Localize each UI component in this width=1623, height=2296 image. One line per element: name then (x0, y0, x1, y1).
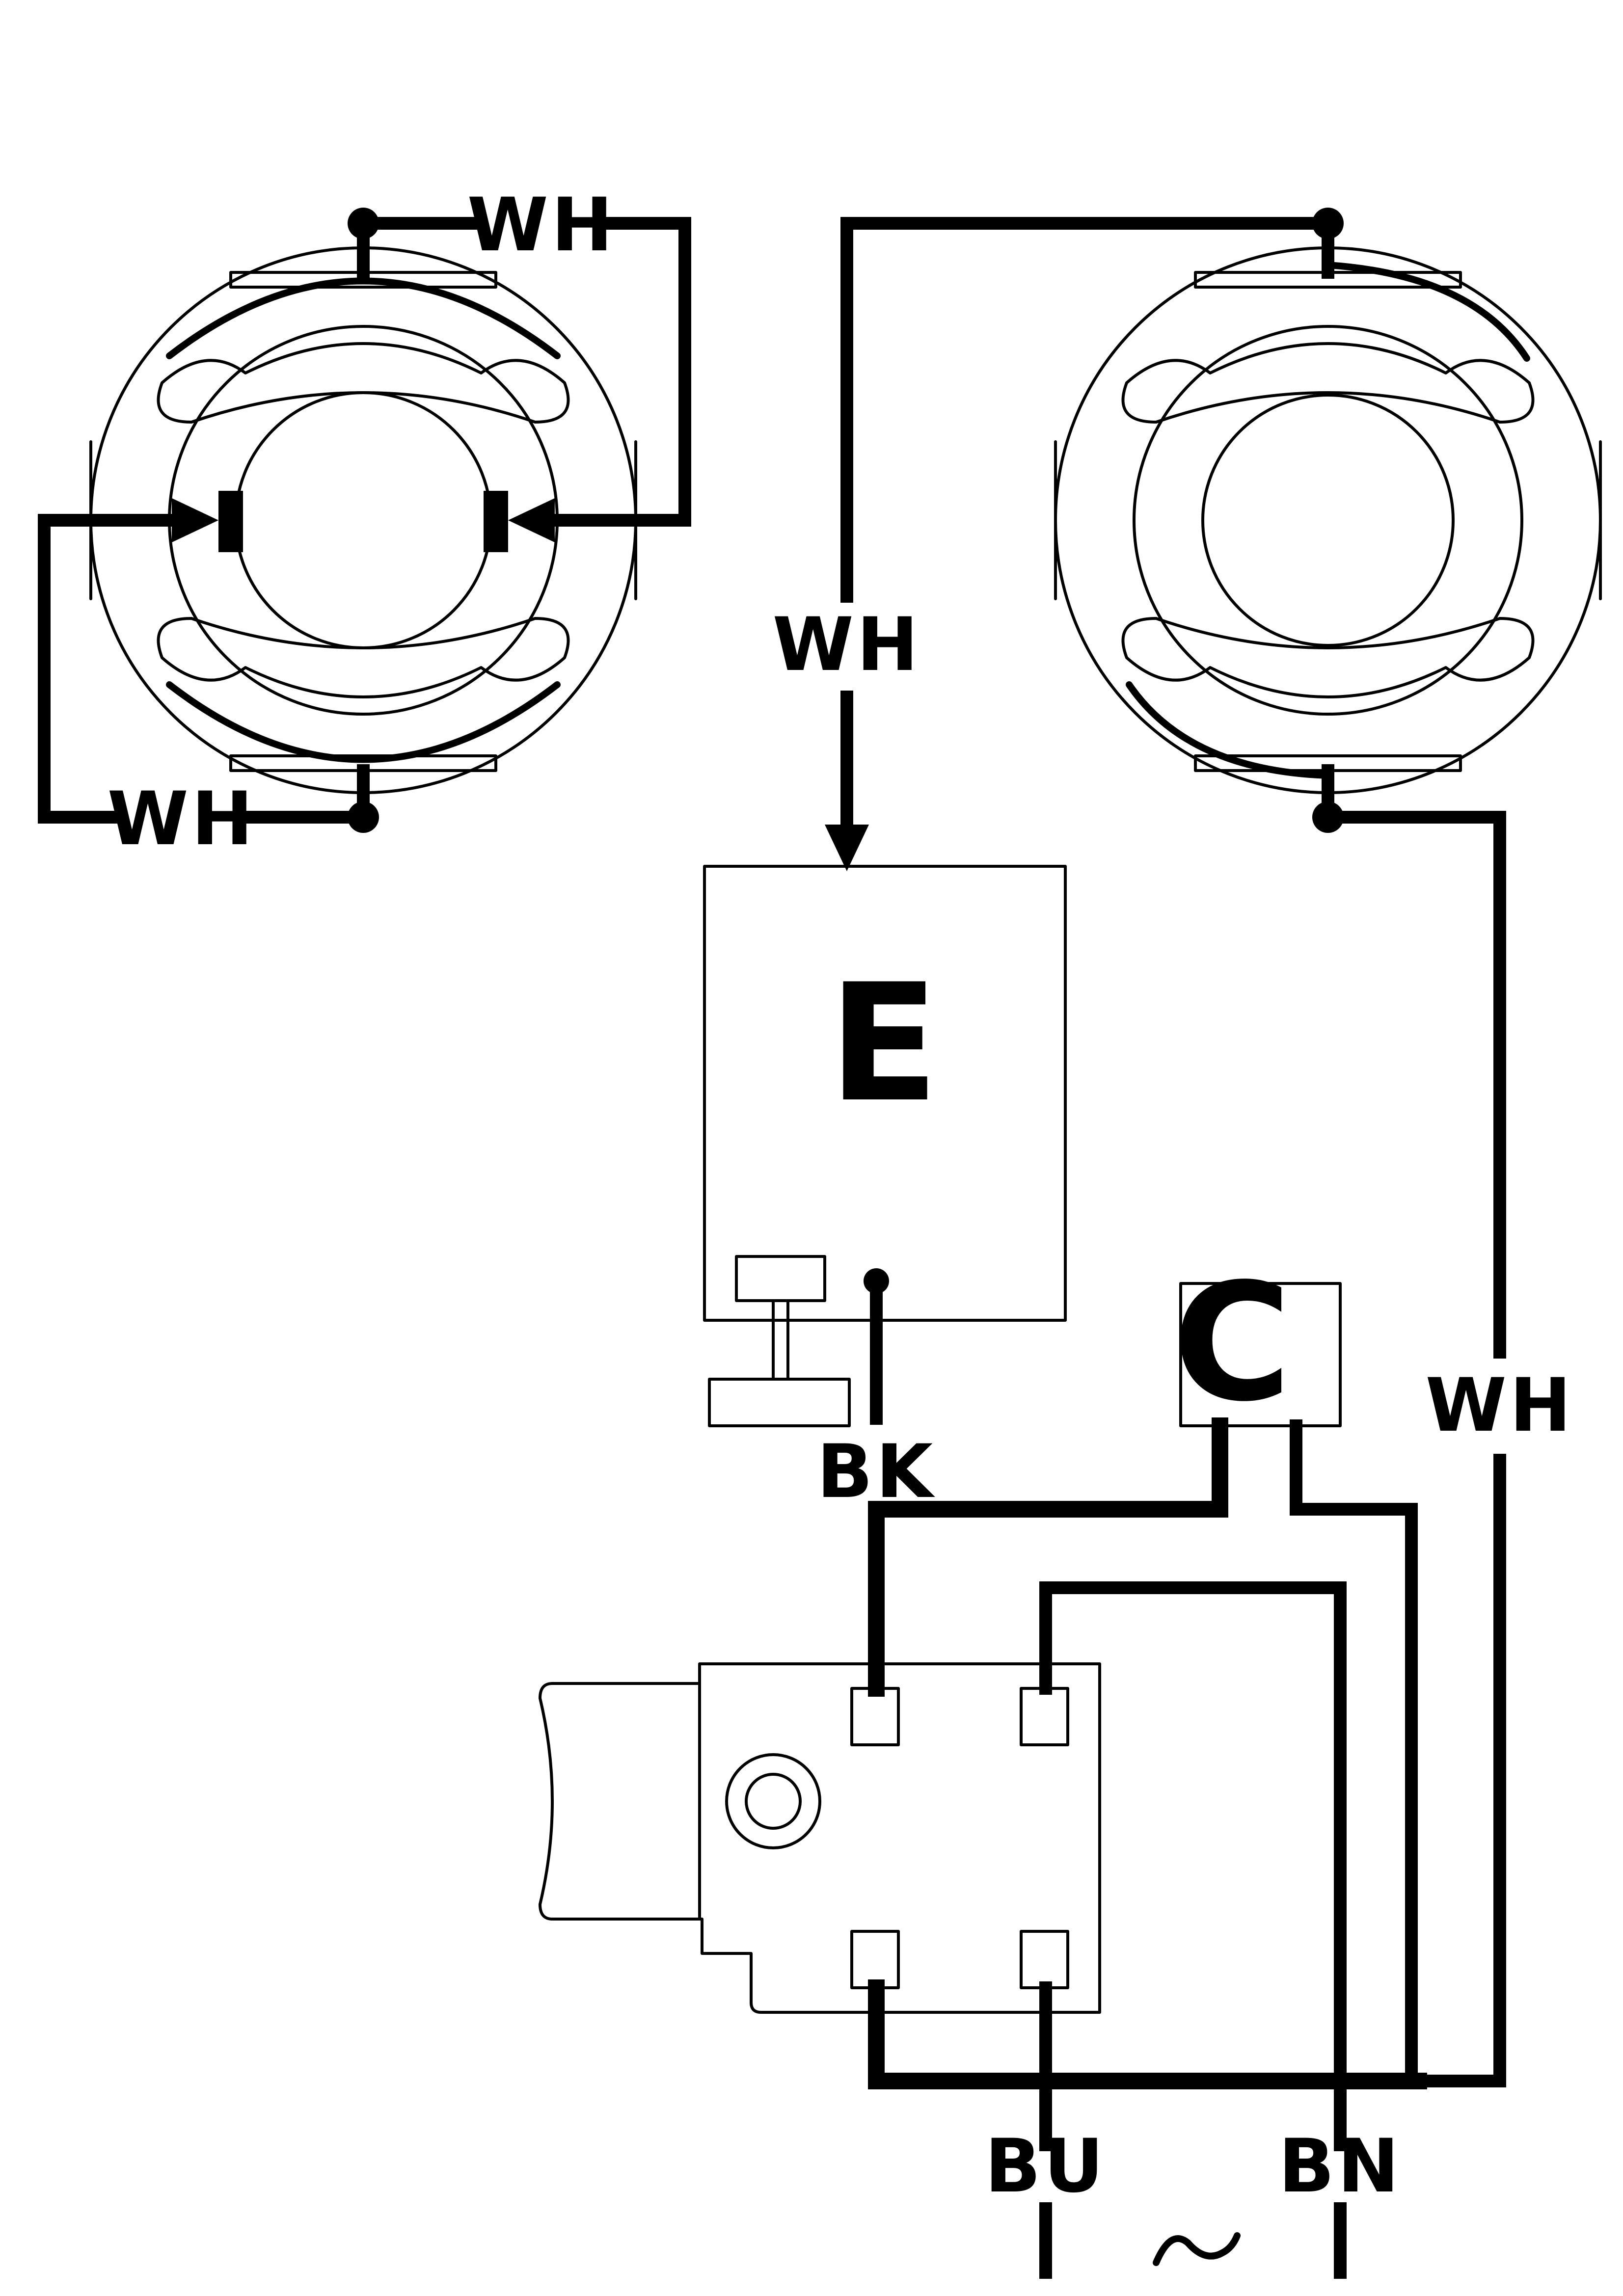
c-component: C (1173, 1249, 1342, 1437)
left-brush-right (484, 491, 508, 552)
bn-wire (1039, 1581, 1347, 2151)
capacitor-return-wire (1290, 1419, 1418, 2080)
connector-screw-outer (725, 1753, 821, 1849)
right-coil-inner-ring (1133, 325, 1523, 716)
wh-right-wire-b (1407, 1454, 1506, 2087)
wh-bottom-left-label: WH (108, 776, 256, 862)
e-switch-stem (772, 1299, 789, 1381)
left-brush-left (218, 491, 243, 552)
c-component-letter: C (1173, 1249, 1292, 1437)
e-component-letter: E (828, 949, 939, 1138)
bk-label: BK (817, 1429, 936, 1515)
wh-top-left-wire-b (546, 217, 691, 527)
terminal-bottom-left (850, 1930, 900, 1989)
connector-block (539, 1662, 1101, 2014)
terminal-bottom-right (1020, 1930, 1069, 1989)
wh-right-label: WH (1426, 1363, 1574, 1448)
connector-housing (539, 1662, 1101, 2014)
c-component-box (1179, 1282, 1342, 1427)
terminal-top-left (850, 1687, 900, 1746)
terminal-top-right (1020, 1687, 1069, 1746)
left-top-pole-shoe (157, 342, 570, 424)
right-brush-arrow (508, 498, 555, 542)
right-top-winding (1325, 262, 1530, 362)
lower-wiring: BU BN (868, 1417, 1427, 2279)
left-rotor (234, 391, 492, 649)
e-switch-head (735, 1255, 826, 1302)
bottom-bus-wire (868, 1979, 1427, 2089)
bu-label: BU (985, 2124, 1107, 2209)
wh-middle-label: WH (773, 602, 921, 688)
wh-top-left-label: WH (467, 183, 616, 268)
right-rotor (1201, 394, 1455, 647)
right-bottom-pole-shoe (1121, 617, 1535, 698)
wh-right-wire-a (1322, 811, 1506, 1359)
e-switch-base (708, 1378, 851, 1427)
right-coil-wiring: WH WH (773, 208, 1574, 2087)
wh-bottom-left-wire-b (38, 514, 181, 824)
right-bottom-winding (1126, 681, 1331, 779)
bk-to-capacitor-wire (868, 1417, 1228, 1697)
right-top-pole-shoe (1121, 342, 1535, 424)
connector-screw-inner (745, 1773, 802, 1830)
left-bottom-winding (166, 681, 561, 763)
left-coil-wiring: WH WH (38, 183, 691, 862)
right-coil-assembly (1054, 246, 1602, 794)
left-top-winding (166, 277, 561, 359)
left-bottom-pole-shoe (157, 617, 570, 698)
wh-middle-wire-a (840, 217, 1334, 603)
right-coil-outer-ring (1054, 246, 1602, 794)
ac-supply-symbol (1153, 2232, 1241, 2266)
left-brush-arrow (172, 498, 218, 542)
e-component: E BK (703, 865, 1067, 1515)
e-box-input-arrow (825, 825, 869, 871)
bn-label: BN (1278, 2124, 1402, 2209)
e-component-box (703, 865, 1067, 1322)
